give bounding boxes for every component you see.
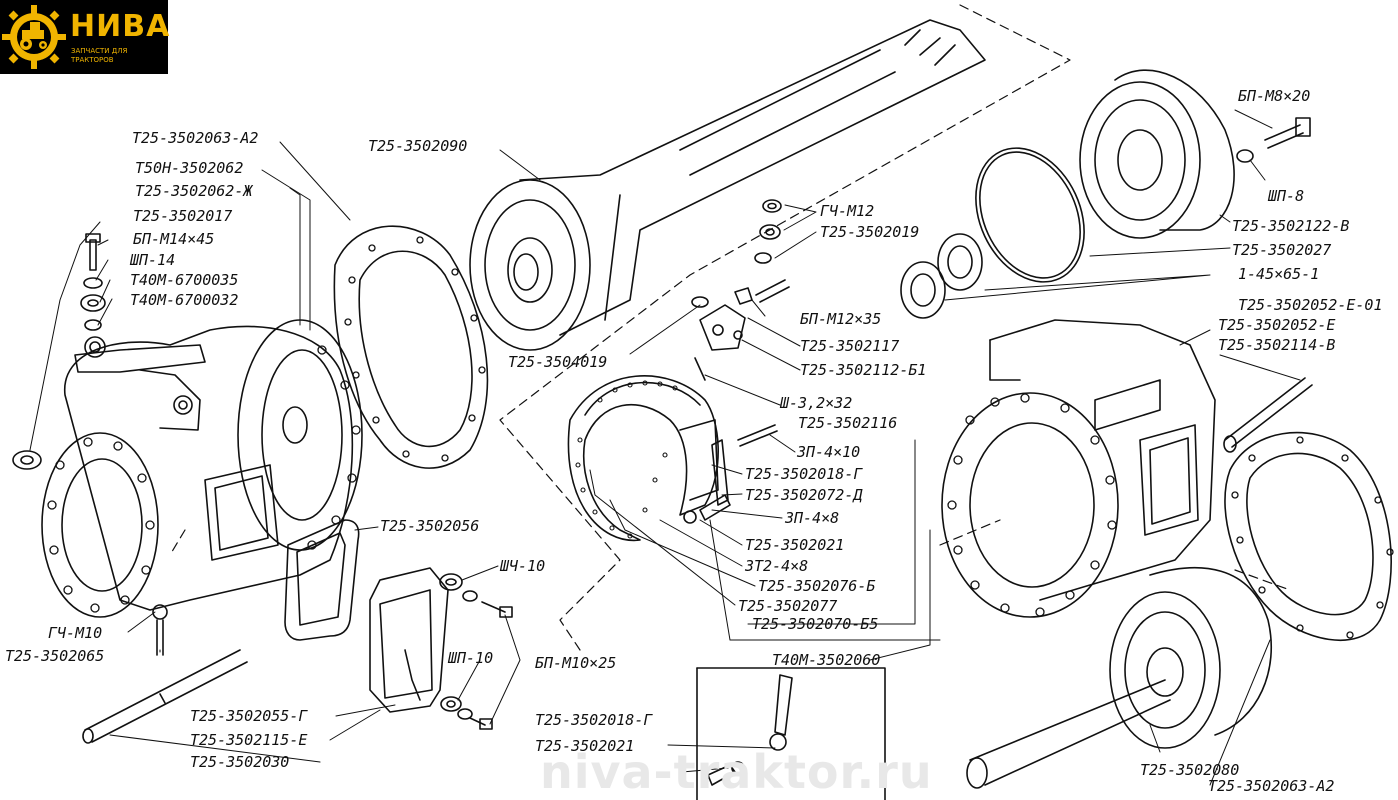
part-label: ГЧ-М12	[820, 202, 875, 220]
part-label: Т25-3502112-Б1	[800, 361, 927, 379]
right-gasket	[1224, 431, 1394, 641]
part-label: Ш-3,2×32	[780, 394, 853, 412]
right-top-flange	[900, 69, 1311, 319]
part-label: Т25-3502063-А2	[1208, 777, 1335, 795]
lower-drum-shaft	[966, 566, 1272, 789]
part-label: Т25-3502021	[535, 737, 635, 755]
logo-title: НИВА	[70, 9, 171, 44]
leader-lines	[29, 109, 1301, 786]
part-label: Т25-3502055-Г	[190, 707, 308, 725]
part-label: БП-М14×45	[133, 230, 215, 248]
part-label: Т25-3502052-Е	[1218, 316, 1336, 334]
logo-subtitle: ЗАПЧАСТИ ДЛЯ ТРАКТОРОВ	[71, 47, 128, 64]
lower-rod	[82, 604, 248, 744]
part-label: Т25-3502114-В	[1218, 336, 1336, 354]
part-label: ГЧ-М10	[48, 624, 103, 642]
part-label: Т25-3502019	[820, 223, 920, 241]
part-label: Т25-3502072-Д	[745, 486, 863, 504]
part-label: Т25-3502122-В	[1232, 217, 1350, 235]
part-label: Т25-3502076-Б	[758, 577, 876, 595]
part-label: БП-М8×20	[1238, 87, 1311, 105]
part-label: Т25-3502027	[1232, 241, 1332, 259]
part-label: БП-М12×35	[800, 310, 882, 328]
brake-band	[567, 375, 731, 542]
part-label: Т50Н-3502062	[135, 159, 244, 177]
part-label: Т25-3502065	[5, 647, 105, 665]
part-label: ШП-14	[130, 251, 176, 269]
part-label: Т25-3502077	[738, 597, 838, 615]
part-label: БП-М10×25	[535, 654, 617, 672]
part-label: Т25-3502090	[368, 137, 468, 155]
left-gasket	[333, 225, 489, 469]
part-label: ШП-8	[1268, 187, 1305, 205]
part-label: ШП-10	[448, 649, 494, 667]
right-housing	[941, 319, 1313, 618]
part-label: Т25-3502021	[745, 536, 845, 554]
part-label: ЗП-4×8	[785, 509, 840, 527]
cover-and-gasket	[284, 519, 513, 730]
part-label: Т25-3502116	[798, 414, 898, 432]
part-label: Т25-3502030	[190, 753, 290, 771]
part-label: Т40М-3502060	[772, 651, 881, 669]
part-label: Т25-3502018-Г	[745, 465, 863, 483]
part-label: ЗП-4×10	[797, 443, 861, 461]
detail-inset	[696, 667, 886, 800]
part-label: Т40М-6700035	[130, 271, 239, 289]
part-label: Т25-3502080	[1140, 761, 1240, 779]
part-label: Т25-3502017	[133, 207, 233, 225]
part-label: ШЧ-10	[500, 557, 546, 575]
part-label: 1-45×65-1	[1238, 265, 1320, 283]
part-label: Т25-3502062-Ж	[135, 182, 253, 200]
small-center-parts	[691, 199, 790, 447]
watermark: niva-traktor.ru	[540, 745, 933, 799]
part-label: Т40М-6700032	[130, 291, 239, 309]
part-label: Т25-3502018-Г	[535, 711, 653, 729]
part-label: ЗТ2-4×8	[745, 557, 809, 575]
part-label: Т25-3502063-А2	[132, 129, 259, 147]
part-label: Т25-3502115-Е	[190, 731, 308, 749]
part-label: Т25-3502117	[800, 337, 900, 355]
tractor-gear-icon	[2, 5, 66, 69]
assembly-lines	[169, 4, 1291, 651]
part-label: Т25-3502052-Е-01	[1238, 296, 1383, 314]
brake-drum-shaft	[469, 19, 986, 351]
part-label: Т25-3502070-Б5	[752, 615, 879, 633]
part-label: Т25-3502056	[380, 517, 480, 535]
logo: НИВА ЗАПЧАСТИ ДЛЯ ТРАКТОРОВ	[0, 0, 171, 74]
part-label: Т25-3504019	[508, 353, 608, 371]
